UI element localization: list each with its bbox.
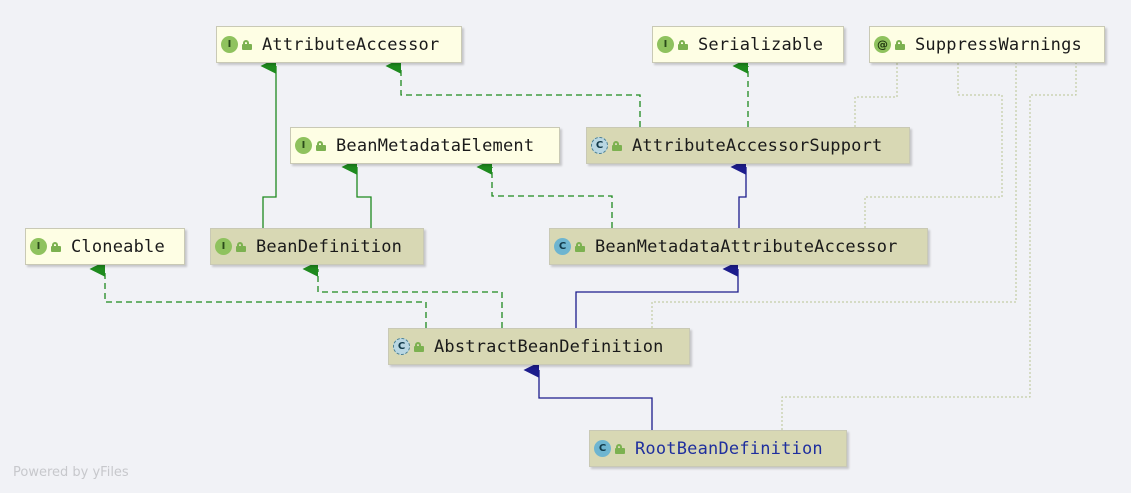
edge-abd-bmaa: [575, 261, 739, 328]
node-label: BeanMetadataAttributeAccessor: [595, 236, 898, 257]
lock-icon: [414, 341, 424, 352]
edge-bmaa-aas: [730, 159, 747, 228]
edge-aas-suppress: [854, 63, 898, 127]
node-label: BeanDefinition: [256, 236, 403, 257]
lock-icon: [678, 39, 688, 50]
node-suppress-warnings[interactable]: @ SuppressWarnings: [869, 26, 1105, 63]
interface-extends-links: [260, 58, 372, 228]
edge-bd-bean-metadata-element: [341, 159, 372, 228]
abstract-class-icon: C: [393, 338, 410, 355]
node-label: AttributeAccessorSupport: [632, 135, 883, 156]
edge-bmaa-bean-metadata-element: [476, 159, 613, 228]
node-root-bean-definition[interactable]: C RootBeanDefinition: [589, 430, 847, 467]
implements-links: [89, 58, 749, 328]
lock-icon: [895, 39, 905, 50]
lock-icon: [316, 140, 326, 151]
abstract-class-icon: C: [591, 137, 608, 154]
interface-icon: I: [215, 238, 232, 255]
lock-icon: [612, 140, 622, 151]
class-icon: C: [594, 440, 611, 457]
lock-icon: [242, 39, 252, 50]
node-label: Serializable: [698, 34, 824, 55]
node-bean-definition[interactable]: I BeanDefinition: [210, 228, 424, 265]
class-icon: C: [554, 238, 571, 255]
edge-rbd-abd: [523, 362, 653, 430]
node-serializable[interactable]: I Serializable: [652, 26, 844, 63]
node-label: Cloneable: [71, 236, 165, 257]
node-label: SuppressWarnings: [915, 34, 1082, 55]
node-label: AbstractBeanDefinition: [434, 336, 664, 357]
edge-bmaa-suppress: [864, 63, 1003, 228]
edge-abd-suppress: [651, 63, 1017, 328]
lock-icon: [575, 241, 585, 252]
node-label: RootBeanDefinition: [635, 438, 823, 459]
edge-bd-attribute-accessor: [260, 58, 277, 228]
node-bean-metadata-attribute-accessor[interactable]: C BeanMetadataAttributeAccessor: [549, 228, 928, 265]
class-extends-links: [523, 159, 747, 430]
lock-icon: [236, 241, 246, 252]
edge-abd-cloneable: [89, 261, 427, 328]
annotation-icon: @: [874, 36, 891, 53]
node-abstract-bean-definition[interactable]: C AbstractBeanDefinition: [388, 328, 690, 365]
node-bean-metadata-element[interactable]: I BeanMetadataElement: [290, 127, 560, 164]
node-label: BeanMetadataElement: [336, 135, 535, 156]
annotation-links: [651, 63, 1077, 430]
lock-icon: [615, 443, 625, 454]
edge-aas-attribute-accessor: [385, 58, 641, 127]
interface-icon: I: [30, 238, 47, 255]
lock-icon: [51, 241, 61, 252]
interface-icon: I: [657, 36, 674, 53]
powered-by-footer: Powered by yFiles: [13, 465, 129, 480]
edge-rbd-suppress: [781, 63, 1077, 430]
node-label: AttributeAccessor: [262, 34, 440, 55]
node-cloneable[interactable]: I Cloneable: [25, 228, 185, 265]
interface-icon: I: [295, 137, 312, 154]
node-attribute-accessor[interactable]: I AttributeAccessor: [216, 26, 462, 63]
node-attribute-accessor-support[interactable]: C AttributeAccessorSupport: [586, 127, 910, 164]
interface-icon: I: [221, 36, 238, 53]
edge-abd-bean-definition: [302, 261, 503, 328]
